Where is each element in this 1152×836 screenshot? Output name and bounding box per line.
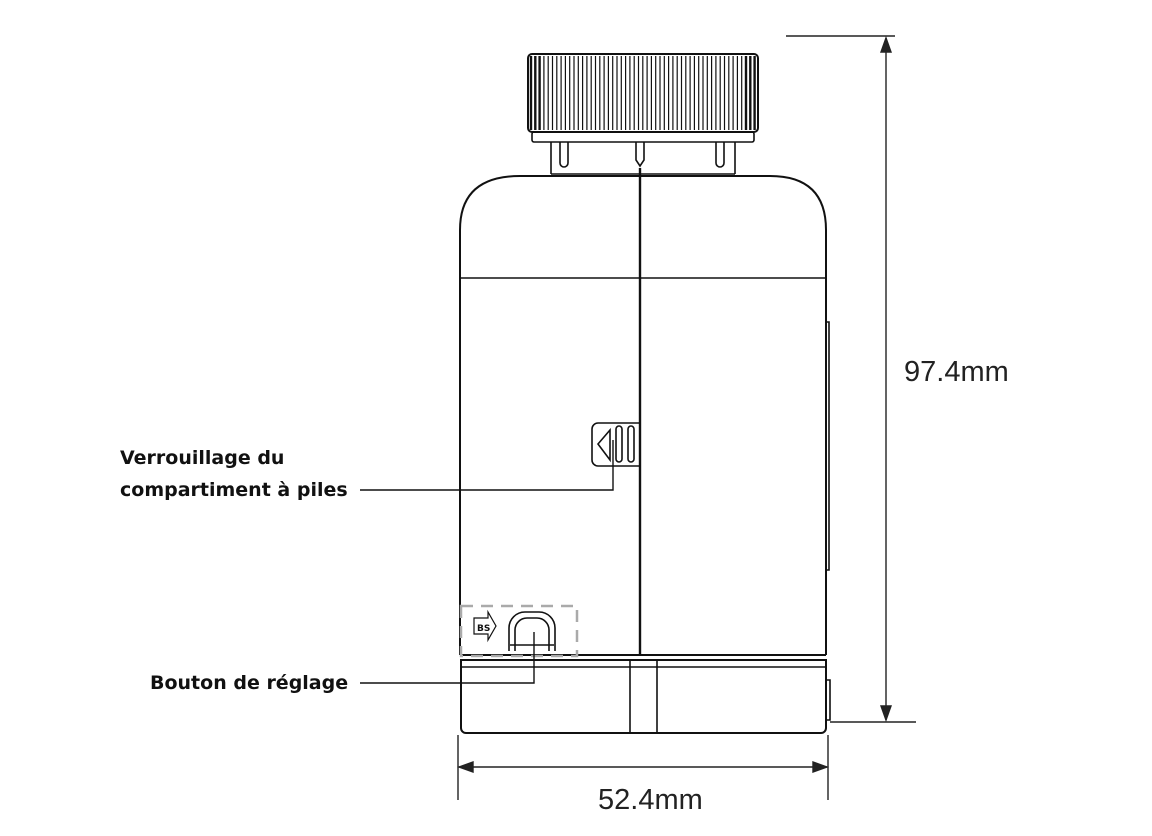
adjust-button-drawing: BS [459,604,579,658]
knurled-cap [527,53,759,143]
body [459,168,830,656]
height-dimension: 97.4mm [904,356,1009,388]
battery-lock-label-line1: Verrouillage du [120,447,285,469]
battery-lock-label-line2: compartiment à piles [120,479,348,501]
leader-lines [360,440,614,684]
battery-lock-slider [591,422,640,467]
dimension-lines [456,35,916,800]
neck [550,142,736,175]
button-marking: BS [477,624,490,634]
adjust-button-label: Bouton de réglage [150,672,349,694]
battery-lock-label: Verrouillage du compartiment à piles [120,442,348,506]
base [460,659,831,734]
width-dimension: 52.4mm [598,784,703,816]
